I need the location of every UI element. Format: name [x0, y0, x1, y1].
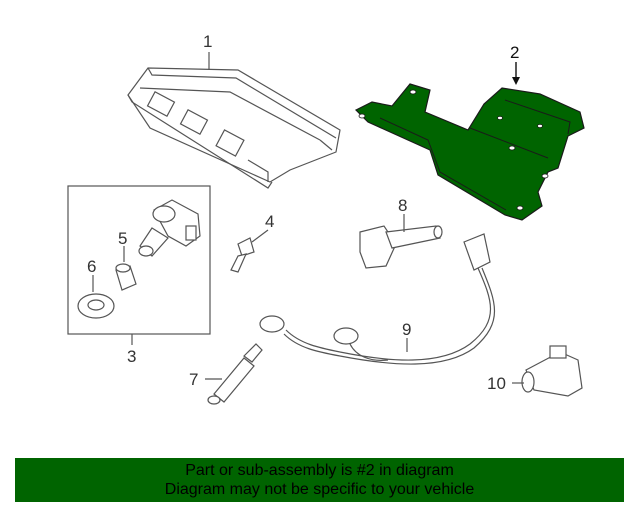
callout-3: 3: [127, 347, 136, 366]
part-5-sensor[interactable]: [115, 263, 137, 291]
callout-4-leader: [251, 229, 269, 243]
part-1-control-module[interactable]: [127, 67, 341, 189]
part-3-group-box: [67, 185, 211, 335]
callout-1: 1: [203, 32, 212, 51]
callout-8: 8: [398, 196, 407, 215]
callout-2-arrowhead: [512, 77, 520, 85]
banner-line-part: Part or sub-assembly is #2 in diagram: [185, 462, 454, 479]
part-6-seal[interactable]: [77, 293, 115, 319]
callout-6: 6: [87, 257, 96, 276]
part-4-bolt[interactable]: [230, 237, 255, 273]
callout-10: 10: [487, 374, 506, 393]
callout-7: 7: [189, 370, 198, 389]
part-8-sensor[interactable]: [359, 225, 443, 269]
part-2-bracket[interactable]: [354, 83, 585, 221]
part-3-ignition-coil[interactable]: [138, 199, 201, 257]
callout-4: 4: [265, 212, 274, 231]
callout-5: 5: [118, 229, 127, 248]
callout-2: 2: [510, 43, 519, 62]
part-7-sensor[interactable]: [207, 343, 263, 405]
callout-9: 9: [402, 320, 411, 339]
part-10-sensor[interactable]: [521, 345, 583, 397]
part-9-harness[interactable]: [259, 233, 496, 365]
part-info-banner: Part or sub-assembly is #2 in diagram Di…: [15, 458, 624, 502]
banner-line-disclaimer: Diagram may not be specific to your vehi…: [164, 481, 475, 498]
